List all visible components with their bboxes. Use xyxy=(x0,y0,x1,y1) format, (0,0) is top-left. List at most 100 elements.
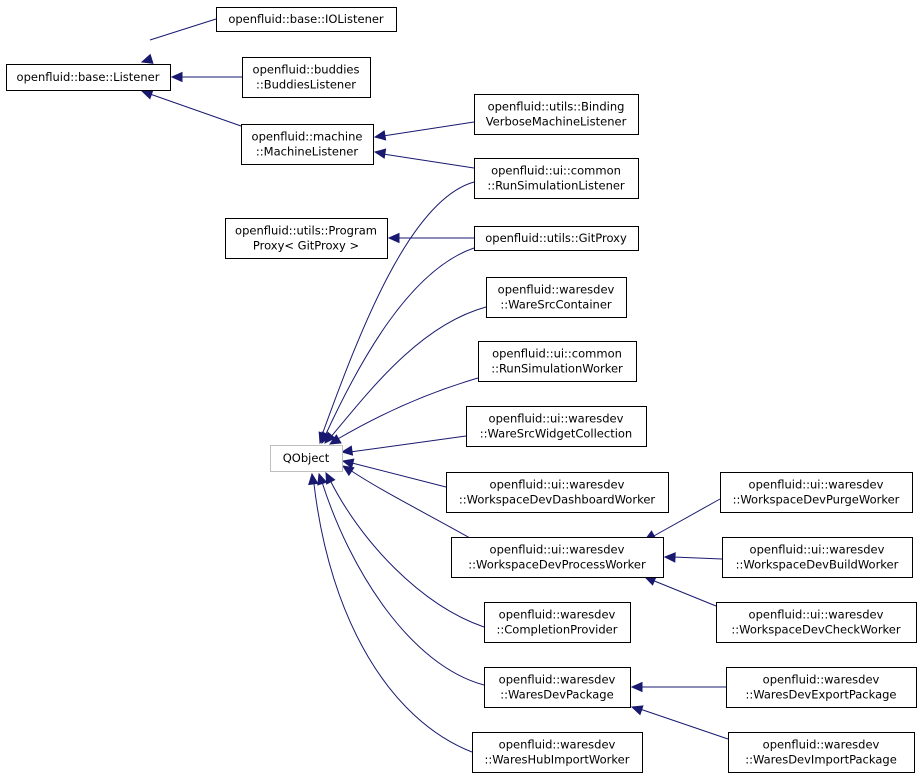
class-node-box xyxy=(474,226,639,251)
class-node-box xyxy=(726,667,917,708)
edge-process-qobject xyxy=(349,469,471,539)
class-node-box xyxy=(484,667,631,708)
class-node-runsimlistener[interactable]: openfluid::ui::common::RunSimulationList… xyxy=(474,158,639,199)
edge-iolistener-listener xyxy=(149,18,217,41)
class-node-buddies[interactable]: openfluid::buddies::BuddiesListener xyxy=(242,57,371,98)
edge-gitproxy-qobject xyxy=(324,247,475,437)
class-node-machine[interactable]: openfluid::machine::MachineListener xyxy=(241,124,374,165)
edge-dashboard-qobject xyxy=(351,462,447,488)
edge-completion-qobject xyxy=(329,479,485,628)
edge-runsimlistener-qobject xyxy=(321,181,475,436)
class-node-label: openfluid::waresdev xyxy=(499,673,616,687)
class-node-label: openfluid::ui::waresdev xyxy=(490,543,625,557)
class-node-label: ::WaresDevImportPackage xyxy=(745,753,897,767)
class-node-hubimport[interactable]: openfluid::waresdev::WaresHubImportWorke… xyxy=(472,732,643,773)
class-node-import[interactable]: openfluid::waresdev::WaresDevImportPacka… xyxy=(728,732,915,773)
class-node-label: openfluid::base::Listener xyxy=(17,70,160,84)
class-node-box xyxy=(451,537,664,578)
class-node-label: ::RunSimulationListener xyxy=(487,179,625,193)
class-node-box xyxy=(474,94,639,135)
class-node-label: openfluid::utils::Program xyxy=(235,224,377,238)
class-node-label: openfluid::ui::waresdev xyxy=(749,608,884,622)
class-node-label: openfluid::ui::waresdev xyxy=(489,412,624,426)
arrowhead-machine-listener xyxy=(140,89,154,100)
class-node-label: openfluid::ui::waresdev xyxy=(749,478,884,492)
class-node-label: ::MachineListener xyxy=(256,145,358,159)
class-node-label: Proxy< GitProxy > xyxy=(253,239,359,253)
class-node-label: QObject xyxy=(283,451,330,465)
class-node-label: ::WorkspaceDevBuildWorker xyxy=(736,558,899,572)
class-node-label: ::WareSrcWidgetCollection xyxy=(480,427,632,441)
class-node-box xyxy=(225,218,388,259)
arrowhead-gitproxy-progproxy xyxy=(387,232,400,244)
class-node-box xyxy=(484,602,631,643)
class-node-label: openfluid::waresdev xyxy=(763,673,880,687)
class-node-waresrcwidget[interactable]: openfluid::ui::waresdev::WareSrcWidgetCo… xyxy=(466,406,647,447)
class-node-label: openfluid::ui::common xyxy=(491,164,621,178)
class-node-runsimworker[interactable]: openfluid::ui::common::RunSimulationWork… xyxy=(478,341,637,382)
class-node-label: openfluid::utils::GitProxy xyxy=(485,231,627,245)
class-node-label: openfluid::waresdev xyxy=(499,738,616,752)
class-node-qobject[interactable]: QObject xyxy=(270,445,343,472)
class-node-label: ::BuddiesListener xyxy=(256,78,356,92)
class-node-box xyxy=(478,341,637,382)
class-node-label: ::WaresDevExportPackage xyxy=(745,688,896,702)
class-node-gitproxy[interactable]: openfluid::utils::GitProxy xyxy=(474,226,639,251)
class-nodes: openfluid::base::Listener openfluid::base… xyxy=(6,7,917,773)
class-node-iolistener[interactable]: openfluid::base::IOListener xyxy=(216,7,397,32)
class-node-label: openfluid::machine xyxy=(252,130,363,144)
class-node-label: ::WorkspaceDevPurgeWorker xyxy=(733,493,900,507)
class-node-label: ::WorkspaceDevDashboardWorker xyxy=(459,493,656,507)
class-node-label: ::WorkspaceDevCheckWorker xyxy=(731,623,901,637)
arrowhead-buddies-listener xyxy=(170,71,183,83)
class-node-package[interactable]: openfluid::waresdev::WaresDevPackage xyxy=(484,667,631,708)
edge-waresrccontainer-qobject xyxy=(329,306,487,439)
arrowhead-waresrccontainer-qobject xyxy=(324,431,336,444)
edge-package-qobject xyxy=(321,481,485,686)
class-node-box xyxy=(242,57,371,98)
class-node-box xyxy=(270,445,343,472)
class-node-label: ::RunSimulationWorker xyxy=(491,362,623,376)
class-node-label: openfluid::ui::waresdev xyxy=(490,478,625,492)
edge-binding-machine xyxy=(382,121,475,137)
class-node-box xyxy=(716,602,917,643)
arrowhead-completion-qobject xyxy=(325,471,336,485)
edge-check-process xyxy=(651,579,717,607)
arrowhead-build-process xyxy=(663,552,676,563)
class-node-completion[interactable]: openfluid::waresdev::CompletionProvider xyxy=(484,602,631,643)
class-node-label: ::WaresDevPackage xyxy=(500,688,613,702)
class-node-box xyxy=(241,124,374,165)
arrowhead-dashboard-qobject xyxy=(341,458,355,469)
class-node-export[interactable]: openfluid::waresdev::WaresDevExportPacka… xyxy=(726,667,917,708)
class-node-listener[interactable]: openfluid::base::Listener xyxy=(6,64,171,91)
class-node-label: openfluid::ui::waresdev xyxy=(750,543,885,557)
edge-runsimlistener-machine xyxy=(382,153,475,169)
class-node-label: VerboseMachineListener xyxy=(486,115,627,129)
class-node-box xyxy=(466,406,647,447)
edge-build-process xyxy=(672,556,723,560)
class-node-label: ::CompletionProvider xyxy=(497,623,618,637)
edge-waresrcwidget-qobject xyxy=(349,435,467,453)
arrowhead-iolistener-listener xyxy=(140,53,154,64)
class-node-check[interactable]: openfluid::ui::waresdev::WorkspaceDevChe… xyxy=(716,602,917,643)
class-node-label: ::WareSrcContainer xyxy=(500,298,612,312)
class-node-box xyxy=(216,7,397,32)
class-node-build[interactable]: openfluid::ui::waresdev::WorkspaceDevBui… xyxy=(722,537,913,578)
class-node-label: openfluid::waresdev xyxy=(498,283,615,297)
class-node-box xyxy=(728,732,915,773)
class-node-label: openfluid::utils::Binding xyxy=(488,100,625,114)
class-node-label: openfluid::waresdev xyxy=(763,738,880,752)
arrowhead-export-package xyxy=(630,681,643,693)
class-node-binding[interactable]: openfluid::utils::BindingVerboseMachineL… xyxy=(474,94,639,135)
class-node-process[interactable]: openfluid::ui::waresdev::WorkspaceDevPro… xyxy=(451,537,664,578)
arrowhead-process-qobject xyxy=(341,465,355,477)
class-node-purge[interactable]: openfluid::ui::waresdev::WorkspaceDevPur… xyxy=(720,472,913,513)
class-node-box xyxy=(720,472,913,513)
edge-purge-process xyxy=(651,498,721,538)
edge-import-package xyxy=(639,708,729,740)
class-node-label: openfluid::buddies xyxy=(253,63,360,77)
edge-hubimport-qobject xyxy=(313,483,473,753)
class-node-dashboard[interactable]: openfluid::ui::waresdev::WorkspaceDevDas… xyxy=(446,472,669,513)
class-node-waresrccontainer[interactable]: openfluid::waresdev::WareSrcContainer xyxy=(486,277,627,318)
